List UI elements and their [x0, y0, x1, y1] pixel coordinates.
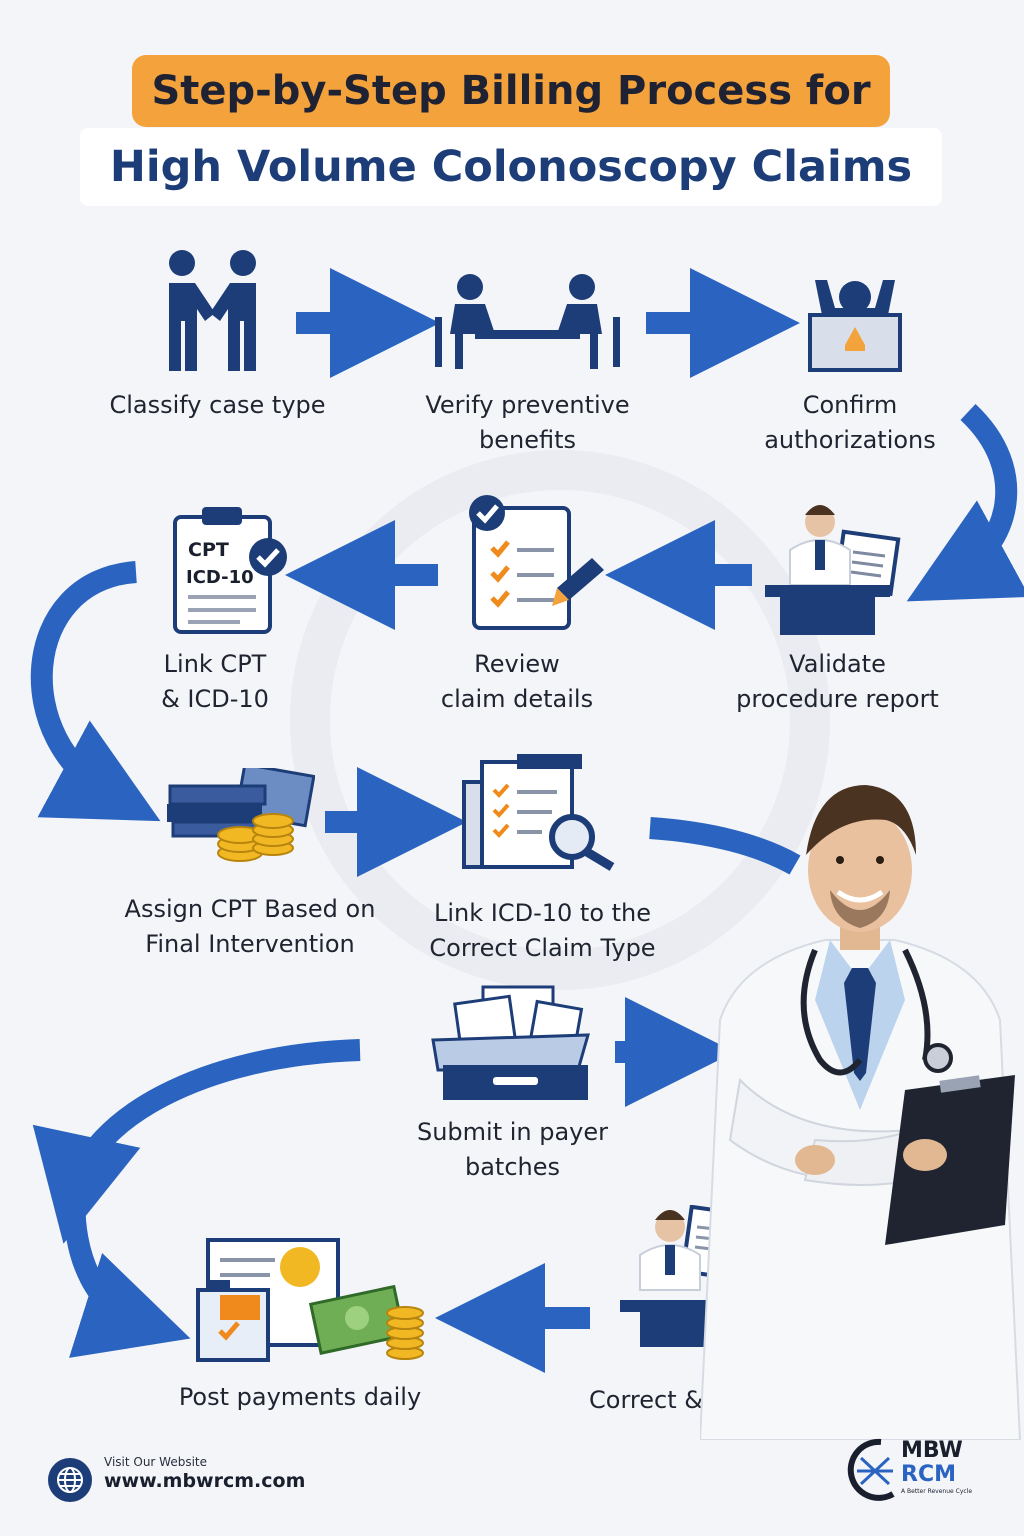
globe-icon — [48, 1458, 92, 1502]
money-stack-icon — [167, 768, 315, 862]
step-label-link-icd: Link ICD-10 to the Correct Claim Type — [429, 899, 656, 962]
payment-icon — [196, 1238, 424, 1362]
logo-globe-icon — [847, 1438, 895, 1501]
step-label-confirm: Confirm authorizations — [764, 391, 936, 454]
step-label-assign-cpt: Assign CPT Based on Final Intervention — [124, 895, 376, 958]
step-label-review: Review claim details — [440, 650, 594, 713]
logo-tagline: A Better Revenue Cycle — [901, 1488, 973, 1495]
meeting-icon — [435, 274, 620, 369]
document-search-icon — [462, 754, 615, 871]
clipboard-icd-text: ICD-10 — [186, 567, 254, 588]
page-title: Step-by-Step Billing Process for — [132, 55, 890, 127]
arrow-6-7 — [30, 561, 161, 822]
doctor-illustration — [700, 785, 1022, 1440]
company-logo: MBW RCM A Better Revenue Cycle — [843, 1436, 973, 1502]
clipboard-cpt-text: CPT — [188, 539, 229, 561]
arrow-8-9 — [649, 817, 801, 875]
arrow-loop-bottom — [63, 1189, 191, 1358]
step-label-submit: Submit in payer batches — [416, 1118, 609, 1181]
visit-website-label: Visit Our Website — [104, 1455, 208, 1469]
file-tray-icon — [431, 985, 591, 1100]
logo-text-mbw: MBW — [901, 1438, 963, 1463]
doctor-desk-icon — [765, 505, 901, 635]
step-label-link-cpt: Link CPT & ICD-10 — [161, 650, 269, 713]
clipboard-icon: CPT ICD-10 — [170, 505, 295, 635]
handshake-icon — [169, 250, 256, 371]
website-link[interactable]: www.mbwrcm.com — [104, 1470, 306, 1492]
arrow-loop-top — [32, 1039, 361, 1244]
step-label-classify: Classify case type — [109, 391, 326, 419]
step-label-post-payments: Post payments daily — [178, 1383, 422, 1411]
arrow-3-4 — [906, 403, 1024, 602]
authorization-icon — [808, 280, 902, 372]
step-label-validate: Validate procedure report — [736, 650, 939, 713]
step-label-verify: Verify preventive benefits — [425, 391, 630, 454]
checklist-icon — [469, 495, 604, 630]
page-subtitle: High Volume Colonoscopy Claims — [80, 128, 942, 206]
logo-text-rcm: RCM — [901, 1462, 956, 1487]
